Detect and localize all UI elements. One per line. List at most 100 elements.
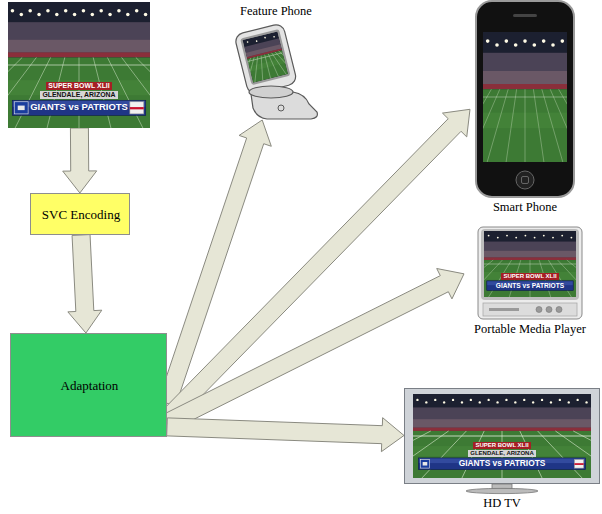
yard-line — [413, 431, 449, 478]
yard-line — [525, 89, 526, 162]
phone-screen-bezel — [240, 29, 290, 85]
stadium-light — [505, 39, 509, 43]
illustration-group — [447, 227, 602, 319]
yard-line — [275, 49, 288, 76]
stadium-light — [534, 237, 536, 239]
football-field — [413, 431, 591, 478]
stadium-stands — [483, 53, 567, 87]
team-logo-mark — [130, 107, 144, 109]
stadium-light — [552, 237, 554, 239]
sideline — [413, 436, 591, 437]
scoreboard-title: SUPER BOWL XLII — [473, 442, 530, 449]
team-logo — [574, 459, 583, 468]
stadium-light — [559, 399, 561, 401]
screen-scene — [483, 32, 567, 162]
stadium-stands-lower — [483, 71, 567, 84]
tv-knob — [556, 307, 562, 313]
stadium-light — [496, 401, 498, 403]
hd-tv: SUPER BOWL XLIIGLENDALE, ARIZONAGIANTS v… — [404, 388, 600, 512]
phone-hinge — [249, 86, 293, 98]
flow-arrow — [167, 418, 404, 452]
yard-line — [559, 89, 567, 162]
phone-shell — [476, 1, 574, 197]
yard-line — [487, 89, 508, 162]
stadium-light — [514, 401, 516, 403]
yard-line — [242, 57, 260, 83]
yard-line — [567, 260, 576, 297]
tv-bezel — [481, 229, 579, 300]
stadium-light — [542, 39, 546, 43]
process-box: Adaptation — [10, 333, 167, 437]
box-label: SVC Encoding — [42, 208, 120, 223]
stadium-light — [585, 401, 587, 403]
screen-scene — [484, 231, 576, 297]
team-logo-mark — [18, 106, 25, 111]
stadium-light — [108, 13, 112, 17]
stadium-sky — [484, 231, 576, 297]
stadium-light — [495, 43, 499, 47]
stadium-light — [452, 399, 454, 401]
stadium-light — [247, 41, 249, 43]
stadium-stands — [413, 407, 591, 429]
sideline — [484, 264, 576, 265]
stadium-light — [533, 43, 537, 47]
illustration-group — [342, 389, 602, 494]
team-logo — [130, 102, 144, 114]
device-label: Portable Media Player — [474, 322, 586, 336]
phone-button — [278, 105, 284, 111]
stadium-light — [264, 37, 266, 39]
team-logo — [420, 459, 429, 468]
stadium-light — [561, 39, 565, 43]
stadium-light — [514, 43, 518, 47]
scoreboard-bar — [418, 458, 585, 470]
yard-line — [8, 57, 36, 128]
box-label: Adaptation — [61, 379, 119, 394]
sideline — [248, 53, 283, 62]
sideline — [8, 65, 150, 66]
stadium-light — [479, 401, 481, 403]
football-field — [484, 260, 576, 297]
device-illustration — [404, 388, 600, 494]
tv-body — [478, 227, 582, 319]
scoreboard-place: GLENDALE, ARIZONA — [468, 450, 535, 457]
stadium-light — [561, 235, 563, 237]
yard-line — [573, 431, 591, 478]
field-band — [484, 272, 576, 280]
stadium-light — [488, 235, 490, 237]
stadium-light — [46, 9, 50, 13]
stadium-light — [73, 13, 77, 17]
stadium-light — [515, 237, 517, 239]
stadium-stands-lower — [484, 251, 576, 258]
stadium-light — [126, 13, 130, 17]
team-logo-mark — [423, 462, 428, 465]
scoreboard-bar — [487, 281, 573, 291]
flow-arrow — [68, 235, 102, 333]
ad-board — [413, 428, 591, 431]
football-field — [247, 50, 288, 83]
home-button — [516, 171, 534, 189]
stadium-light — [570, 237, 572, 239]
stadium-light — [443, 401, 445, 403]
stadium-stands — [8, 22, 150, 55]
stadium-light — [273, 36, 275, 38]
device-illustration — [221, 20, 331, 120]
stadium-light — [550, 401, 552, 403]
stadium-light — [37, 13, 41, 17]
stadium-light — [470, 399, 472, 401]
monitor-frame — [405, 389, 600, 484]
process-box: SVC Encoding — [30, 193, 130, 235]
stadium-light — [425, 401, 427, 403]
tv-panel — [483, 303, 577, 316]
stadium-light — [28, 9, 32, 13]
phone-lid-shell — [234, 23, 298, 95]
scoreboard-title: SUPER BOWL XLII — [46, 82, 111, 90]
device-label: Feature Phone — [240, 4, 312, 18]
yard-line — [279, 47, 288, 75]
yard-line — [272, 51, 287, 77]
stadium-stands-lower — [413, 419, 591, 427]
stadium-stands-lower — [8, 40, 150, 53]
stadium-light — [11, 9, 15, 13]
stadium-light — [523, 399, 525, 401]
device-illustration — [475, 0, 575, 198]
